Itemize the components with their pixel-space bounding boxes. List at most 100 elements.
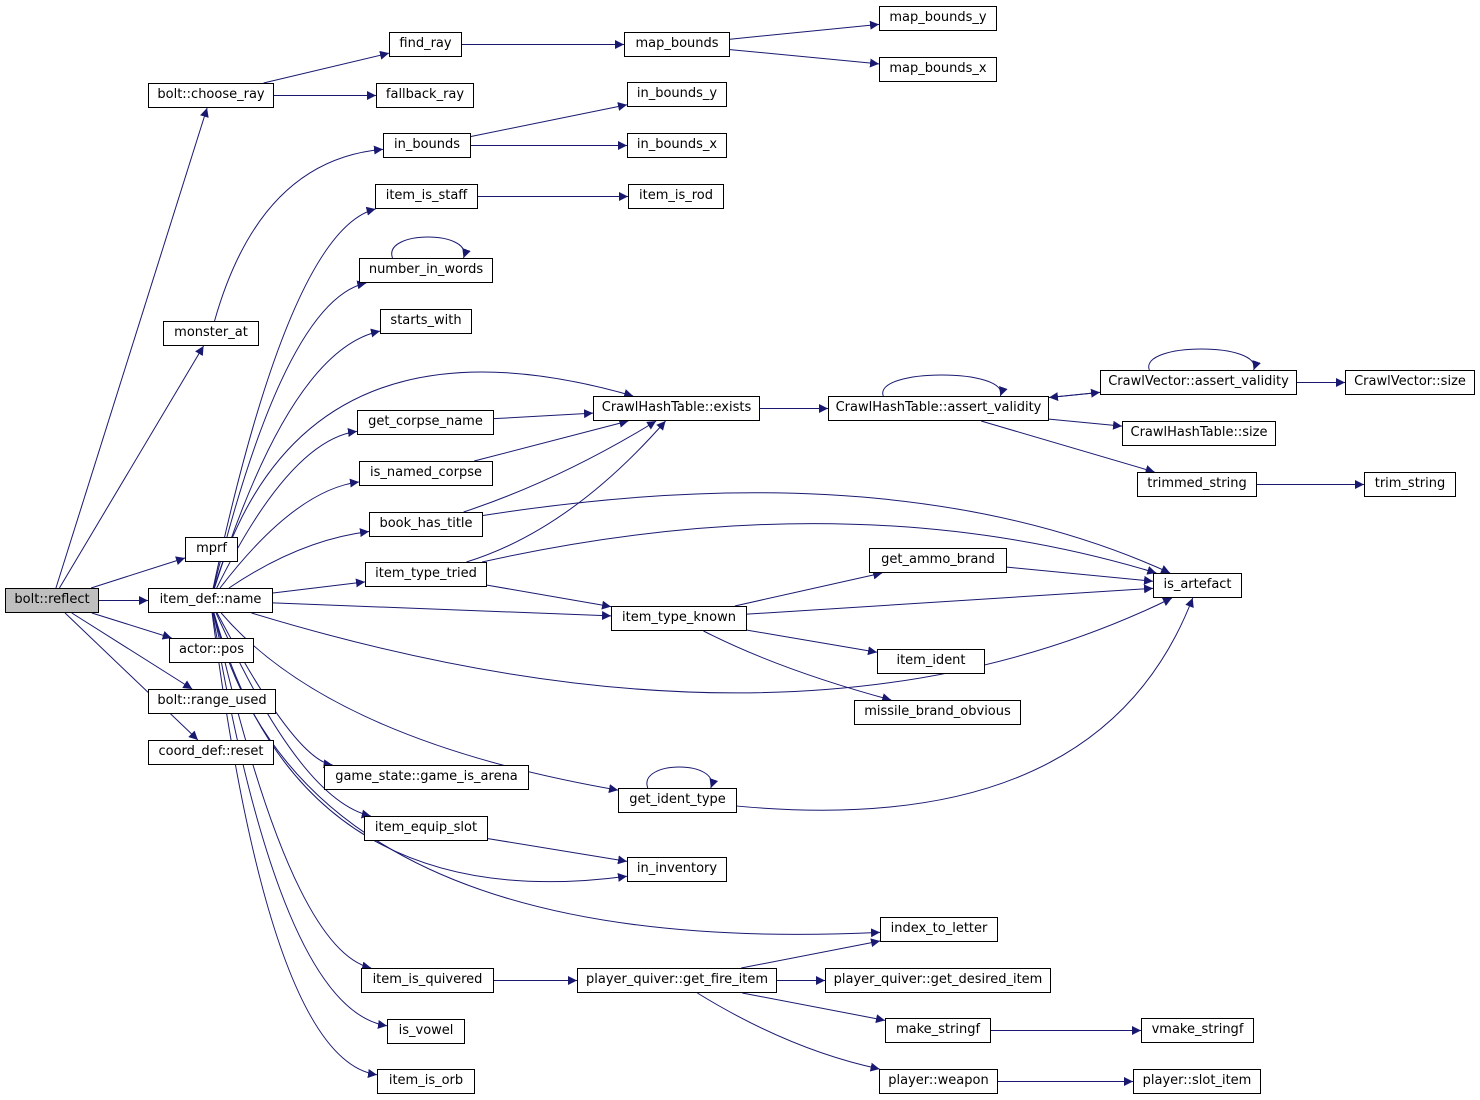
node-get-desired-item[interactable]: player_quiver::get_desired_item <box>825 968 1051 993</box>
edge-cv-assert-self-loop <box>1148 348 1261 371</box>
edge-get-fire-item-to-player-weapon <box>697 992 880 1072</box>
node-index-to-letter[interactable]: index_to_letter <box>880 917 998 942</box>
node-player-weapon[interactable]: player::weapon <box>879 1069 998 1094</box>
node-trimmed-string[interactable]: trimmed_string <box>1137 472 1257 497</box>
node-make-stringf[interactable]: make_stringf <box>885 1018 991 1043</box>
edge-reflect-to-mprf <box>90 556 186 589</box>
node-item-is-quivered[interactable]: item_is_quivered <box>361 968 494 993</box>
edge-ht-assert-to-ht-size <box>1048 418 1123 430</box>
edge-item-type-tried-to-ht-exists <box>466 420 666 563</box>
edge-ht-assert-to-trimmed-string <box>980 420 1155 474</box>
node-range-used[interactable]: bolt::range_used <box>148 689 276 714</box>
node-number-in-words[interactable]: number_in_words <box>359 258 493 283</box>
node-cv-size[interactable]: CrawlVector::size <box>1345 370 1475 395</box>
node-item-ident[interactable]: item_ident <box>877 649 985 674</box>
node-starts-with[interactable]: starts_with <box>380 309 472 334</box>
edge-item-def-name-to-item-type-tried <box>272 578 366 594</box>
node-cv-assert[interactable]: CrawlVector::assert_validity <box>1100 370 1297 395</box>
node-in-inventory[interactable]: in_inventory <box>627 857 727 882</box>
node-item-is-rod[interactable]: item_is_rod <box>628 184 724 209</box>
edge-item-def-name-to-ht-exists <box>213 371 634 589</box>
edge-reflect-to-range-used <box>71 612 193 690</box>
node-in-bounds-y[interactable]: in_bounds_y <box>627 82 727 107</box>
node-in-bounds-x[interactable]: in_bounds_x <box>627 133 727 158</box>
node-map-bounds-x[interactable]: map_bounds_x <box>879 57 997 82</box>
node-item-def-name[interactable]: item_def::name <box>148 588 273 613</box>
node-ht-size[interactable]: CrawlHashTable::size <box>1122 421 1276 446</box>
node-coord-reset[interactable]: coord_def::reset <box>148 740 274 765</box>
edge-reflect-to-monster-at <box>59 345 204 589</box>
edge-get-fire-item-to-make-stringf <box>742 992 886 1024</box>
edge-item-type-tried-to-is-artefact <box>481 523 1157 575</box>
edge-item-def-name-to-get-corpse-name <box>216 428 358 589</box>
edge-is-named-corpse-to-ht-exists <box>474 418 629 462</box>
edge-item-equip-slot-to-in-inventory <box>487 838 628 865</box>
node-is-named-corpse[interactable]: is_named_corpse <box>359 461 493 486</box>
edge-item-def-name-to-item-is-orb <box>211 612 378 1078</box>
edge-item-def-name-to-is-artefact <box>251 597 1173 694</box>
edge-item-type-known-to-is-artefact <box>746 584 1154 615</box>
node-is-artefact[interactable]: is_artefact <box>1153 573 1242 598</box>
node-actor-pos[interactable]: actor::pos <box>169 638 254 663</box>
edge-get-ident-type-self-loop <box>646 766 719 789</box>
node-game-is-arena[interactable]: game_state::game_is_arena <box>324 765 529 790</box>
edge-ht-assert-self-loop <box>882 374 1008 397</box>
node-monster-at[interactable]: monster_at <box>163 321 259 346</box>
node-item-is-staff[interactable]: item_is_staff <box>375 184 478 209</box>
node-missile-brand-obvious[interactable]: missile_brand_obvious <box>854 700 1021 725</box>
node-item-type-tried[interactable]: item_type_tried <box>365 562 487 587</box>
node-in-bounds[interactable]: in_bounds <box>383 133 471 158</box>
edge-item-def-name-to-item-is-quivered <box>212 612 372 971</box>
edge-monster-at-to-in-bounds <box>214 145 384 322</box>
node-map-bounds-y[interactable]: map_bounds_y <box>879 6 997 31</box>
node-get-fire-item[interactable]: player_quiver::get_fire_item <box>577 968 777 993</box>
node-item-equip-slot[interactable]: item_equip_slot <box>364 816 488 841</box>
edge-item-def-name-to-number-in-words <box>213 280 367 589</box>
node-book-has-title[interactable]: book_has_title <box>369 512 483 537</box>
node-get-ammo-brand[interactable]: get_ammo_brand <box>869 548 1007 573</box>
edge-reflect-to-coord-reset <box>64 612 199 741</box>
edge-item-def-name-to-book-has-title <box>228 528 370 589</box>
node-trim-string[interactable]: trim_string <box>1364 472 1456 497</box>
edge-choose-ray-to-find-ray <box>263 50 390 84</box>
node-item-type-known[interactable]: item_type_known <box>611 606 747 631</box>
edge-in-bounds-to-in-bounds-y <box>470 102 628 138</box>
edge-book-has-title-to-ht-exists <box>463 420 657 513</box>
node-ht-exists[interactable]: CrawlHashTable::exists <box>593 396 760 421</box>
edge-book-has-title-to-is-artefact <box>482 492 1171 574</box>
edge-number-in-words-self-loop <box>391 236 471 259</box>
edge-item-def-name-to-starts-with <box>213 328 381 589</box>
node-reflect[interactable]: bolt::reflect <box>5 588 99 613</box>
node-choose-ray[interactable]: bolt::choose_ray <box>148 83 274 108</box>
edge-item-def-name-to-is-vowel <box>212 612 388 1029</box>
edge-get-ident-type-to-is-artefact <box>736 597 1194 811</box>
edge-map-bounds-to-map-bounds-y <box>729 20 880 40</box>
edge-get-ammo-brand-to-is-artefact <box>1006 566 1154 585</box>
node-slot-item[interactable]: player::slot_item <box>1133 1069 1261 1094</box>
node-vmake-stringf[interactable]: vmake_stringf <box>1141 1018 1254 1043</box>
edge-item-type-known-to-get-ammo-brand <box>734 570 883 607</box>
node-fallback-ray[interactable]: fallback_ray <box>376 83 474 108</box>
edge-cv-assert-to-ht-assert <box>1048 391 1101 402</box>
node-get-corpse-name[interactable]: get_corpse_name <box>357 410 494 435</box>
edge-reflect-to-actor-pos <box>91 612 172 640</box>
edge-item-type-known-to-missile-brand-obvious <box>703 630 892 702</box>
node-find-ray[interactable]: find_ray <box>389 32 462 57</box>
edge-item-def-name-to-item-is-staff <box>212 206 376 589</box>
edge-reflect-to-choose-ray <box>55 107 209 589</box>
edge-get-corpse-name-to-ht-exists <box>493 409 594 420</box>
edge-item-def-name-to-item-type-known <box>272 602 612 621</box>
edge-get-fire-item-to-index-to-letter <box>741 938 881 969</box>
edge-item-def-name-to-get-ident-type <box>220 612 619 794</box>
edge-item-def-name-to-is-named-corpse <box>219 478 360 589</box>
node-get-ident-type[interactable]: get_ident_type <box>618 788 737 813</box>
node-mprf[interactable]: mprf <box>185 537 238 562</box>
edge-item-type-tried-to-item-type-known <box>486 584 612 610</box>
edge-map-bounds-to-map-bounds-x <box>729 49 880 68</box>
node-item-is-orb[interactable]: item_is_orb <box>377 1069 475 1094</box>
edge-item-def-name-to-index-to-letter <box>213 612 881 938</box>
node-map-bounds[interactable]: map_bounds <box>624 32 730 57</box>
node-is-vowel[interactable]: is_vowel <box>387 1019 465 1044</box>
node-ht-assert[interactable]: CrawlHashTable::assert_validity <box>828 396 1049 421</box>
edge-item-type-known-to-item-ident <box>746 629 878 656</box>
